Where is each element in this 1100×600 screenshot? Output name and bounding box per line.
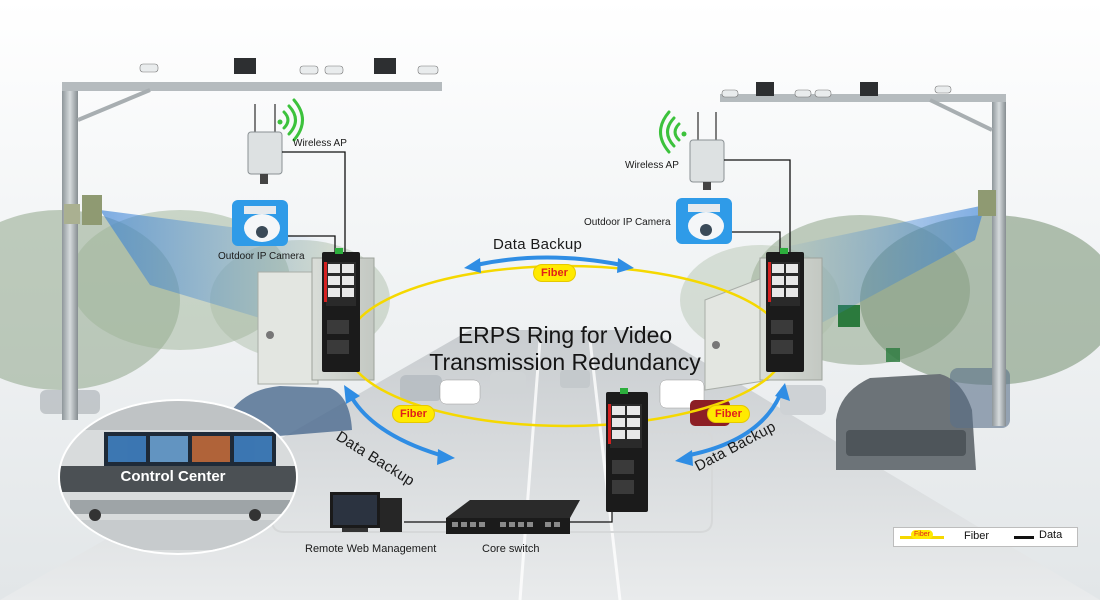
title-line-2: Transmission Redundancy — [429, 349, 701, 375]
floodlight-icon — [234, 58, 396, 74]
floodlight-icon — [756, 82, 878, 96]
dome-camera-icon — [676, 198, 732, 244]
backup-arrows — [350, 255, 782, 457]
bullet-camera-icon — [721, 85, 952, 98]
computer-icon — [330, 492, 402, 532]
industrial-switch-icon — [766, 248, 804, 372]
camera-view-beam-right — [770, 205, 985, 340]
industrial-switch-icon — [606, 388, 648, 512]
control-link-frame — [271, 430, 713, 533]
dome-camera-icon — [232, 200, 288, 246]
diagram-title: ERPS Ring for Video Transmission Redunda… — [360, 322, 770, 376]
data-cables — [282, 151, 791, 255]
wireless-ap-right-label: Wireless AP — [625, 160, 679, 171]
wifi-signal-icon — [277, 98, 304, 142]
legend: Fiber Fiber Data — [893, 527, 1078, 547]
legend-fiber-tag: Fiber — [911, 530, 933, 539]
outdoor-camera-left-label: Outdoor IP Camera — [218, 251, 305, 262]
wireless-ap-left-label: Wireless AP — [293, 138, 347, 149]
title-line-1: ERPS Ring for Video — [457, 322, 673, 348]
lane-markings — [518, 339, 622, 600]
wireless-ap-icon — [247, 104, 283, 184]
fiber-tag-top: Fiber — [533, 264, 576, 282]
left-gantry-pole — [62, 82, 442, 420]
highway-road — [0, 330, 1100, 600]
arrow-heads — [344, 258, 790, 466]
wireless-ap-icon — [689, 112, 725, 190]
right-gantry-pole — [720, 94, 1006, 426]
wifi-signal-icon — [659, 110, 687, 154]
legend-fiber-label: Fiber — [964, 530, 990, 542]
bullet-camera-icon — [139, 63, 439, 75]
control-center-photo — [58, 399, 298, 555]
data-backup-top-label: Data Backup — [493, 236, 583, 253]
fiber-tag-right: Fiber — [707, 405, 750, 423]
industrial-switch-icon — [322, 248, 360, 372]
control-center-label: Control Center — [120, 468, 226, 485]
legend-data-line — [1014, 536, 1034, 539]
outdoor-camera-right-label: Outdoor IP Camera — [584, 217, 671, 228]
core-switch-icon — [446, 500, 580, 534]
fiber-tag-left: Fiber — [392, 405, 435, 423]
core-switch-label: Core switch — [482, 543, 540, 555]
remote-web-management-label: Remote Web Management — [305, 543, 437, 555]
legend-data-label: Data — [1039, 529, 1063, 541]
